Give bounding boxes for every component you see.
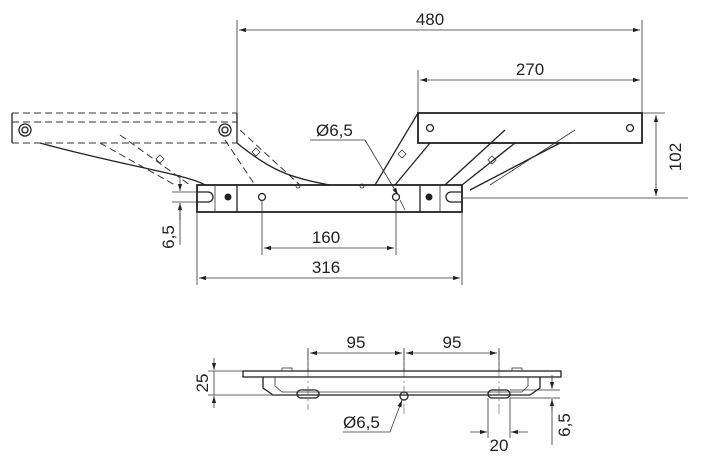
open-position-outline	[374, 112, 643, 191]
dimension-20: 20	[470, 398, 528, 455]
dim-base-length: 316	[312, 258, 340, 277]
dim-hole-diameter-top: Ø6,5	[316, 121, 353, 140]
dim-lift-height: 102	[666, 143, 685, 171]
dimension-hole-diameter-bottom: Ø6,5	[343, 399, 403, 433]
closed-position-outline	[11, 112, 331, 186]
base-rail	[196, 183, 463, 213]
dim-bottom-slot-width: 6,5	[555, 413, 574, 437]
dim-bottom-left-spacing: 95	[347, 333, 366, 352]
dimension-316: 316	[196, 212, 463, 285]
dimension-102: 102	[462, 112, 688, 199]
mount-hole-left	[257, 192, 267, 202]
dim-hole-spacing: 160	[312, 228, 340, 247]
dim-bottom-height: 25	[193, 374, 212, 393]
left-pivot-hole	[18, 123, 32, 137]
right-pivot-hole	[218, 123, 232, 137]
dim-bottom-right-spacing: 95	[443, 333, 462, 352]
dimension-6-5-bottom: 6,5	[510, 375, 574, 445]
dimension-270: 270	[417, 60, 640, 113]
mount-hole-right	[391, 192, 401, 202]
side-profile	[242, 350, 562, 415]
dimension-hole-diameter-top: Ø6,5	[310, 121, 406, 211]
dimension-480: 480	[236, 10, 643, 113]
dim-slot-length: 20	[490, 436, 509, 455]
dimension-25: 25	[193, 358, 273, 408]
dimension-slot-6-5: 6,5	[159, 175, 197, 249]
dimension-95-right: 95	[406, 333, 500, 372]
dimension-160: 160	[261, 200, 397, 255]
dimension-95-left: 95	[307, 333, 405, 372]
dim-slot-width: 6,5	[159, 225, 178, 249]
dim-bottom-hole-diameter: Ø6,5	[343, 413, 380, 432]
dim-upper-arm-width: 270	[516, 60, 544, 79]
dim-overall-width: 480	[416, 10, 444, 29]
